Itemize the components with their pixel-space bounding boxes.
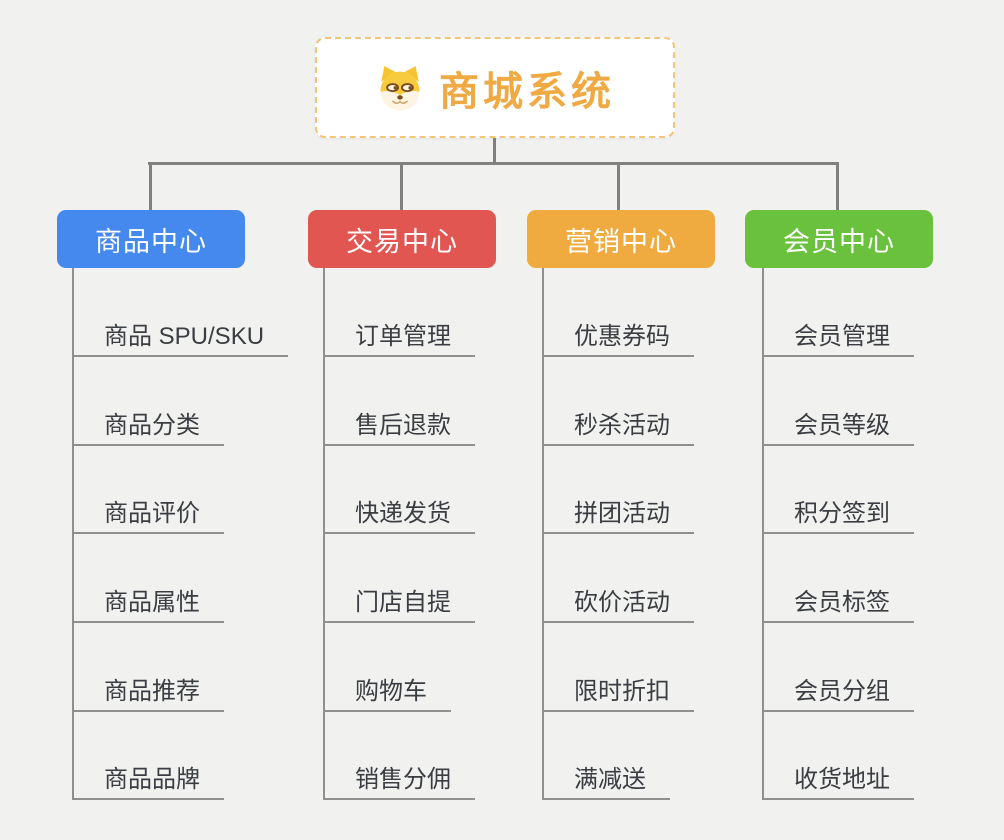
leaf-node[interactable]: 商品属性 — [72, 585, 224, 623]
leaf-node[interactable]: 会员等级 — [762, 408, 914, 446]
leaf-node[interactable]: 秒杀活动 — [542, 408, 694, 446]
branch-stub-connector — [149, 162, 152, 210]
leaf-node[interactable]: 商品推荐 — [72, 674, 224, 712]
leaf-node[interactable]: 砍价活动 — [542, 585, 694, 623]
branch-trunk-connector — [762, 268, 764, 800]
leaf-node[interactable]: 快递发货 — [323, 496, 475, 534]
leaf-node[interactable]: 会员标签 — [762, 585, 914, 623]
root-title: 商城系统 — [439, 69, 615, 114]
leaf-node[interactable]: 限时折扣 — [542, 674, 694, 712]
branch-stub-connector — [617, 162, 620, 210]
shiba-dog-icon — [375, 65, 425, 111]
leaf-node[interactable]: 门店自提 — [323, 585, 475, 623]
leaf-node[interactable]: 会员管理 — [762, 319, 914, 357]
branch-trunk-connector — [323, 268, 325, 800]
leaf-node[interactable]: 商品品牌 — [72, 762, 224, 800]
root-connector — [493, 138, 496, 164]
branch-node-members[interactable]: 会员中心 — [745, 210, 933, 268]
leaf-node[interactable]: 销售分佣 — [323, 762, 475, 800]
branch-stub-connector — [836, 162, 839, 210]
leaf-node[interactable]: 收货地址 — [762, 762, 914, 800]
branch-stub-connector — [400, 162, 403, 210]
leaf-node[interactable]: 拼团活动 — [542, 496, 694, 534]
leaf-node[interactable]: 会员分组 — [762, 674, 914, 712]
branch-node-trade[interactable]: 交易中心 — [308, 210, 496, 268]
leaf-node[interactable]: 商品 SPU/SKU — [72, 319, 289, 357]
branch-node-marketing[interactable]: 营销中心 — [527, 210, 715, 268]
branch-trunk-connector — [72, 268, 74, 800]
leaf-node[interactable]: 商品分类 — [72, 408, 224, 446]
leaf-node[interactable]: 购物车 — [323, 674, 451, 712]
root-node[interactable]: 商城系统 — [315, 37, 675, 138]
branch-trunk-connector — [542, 268, 544, 800]
leaf-node[interactable]: 优惠券码 — [542, 319, 694, 357]
leaf-node[interactable]: 满减送 — [542, 762, 670, 800]
branch-node-products[interactable]: 商品中心 — [57, 210, 245, 268]
branch-bus-connector — [148, 162, 839, 165]
leaf-node[interactable]: 售后退款 — [323, 408, 475, 446]
leaf-node[interactable]: 积分签到 — [762, 496, 914, 534]
leaf-node[interactable]: 商品评价 — [72, 496, 224, 534]
leaf-node[interactable]: 订单管理 — [323, 319, 475, 357]
